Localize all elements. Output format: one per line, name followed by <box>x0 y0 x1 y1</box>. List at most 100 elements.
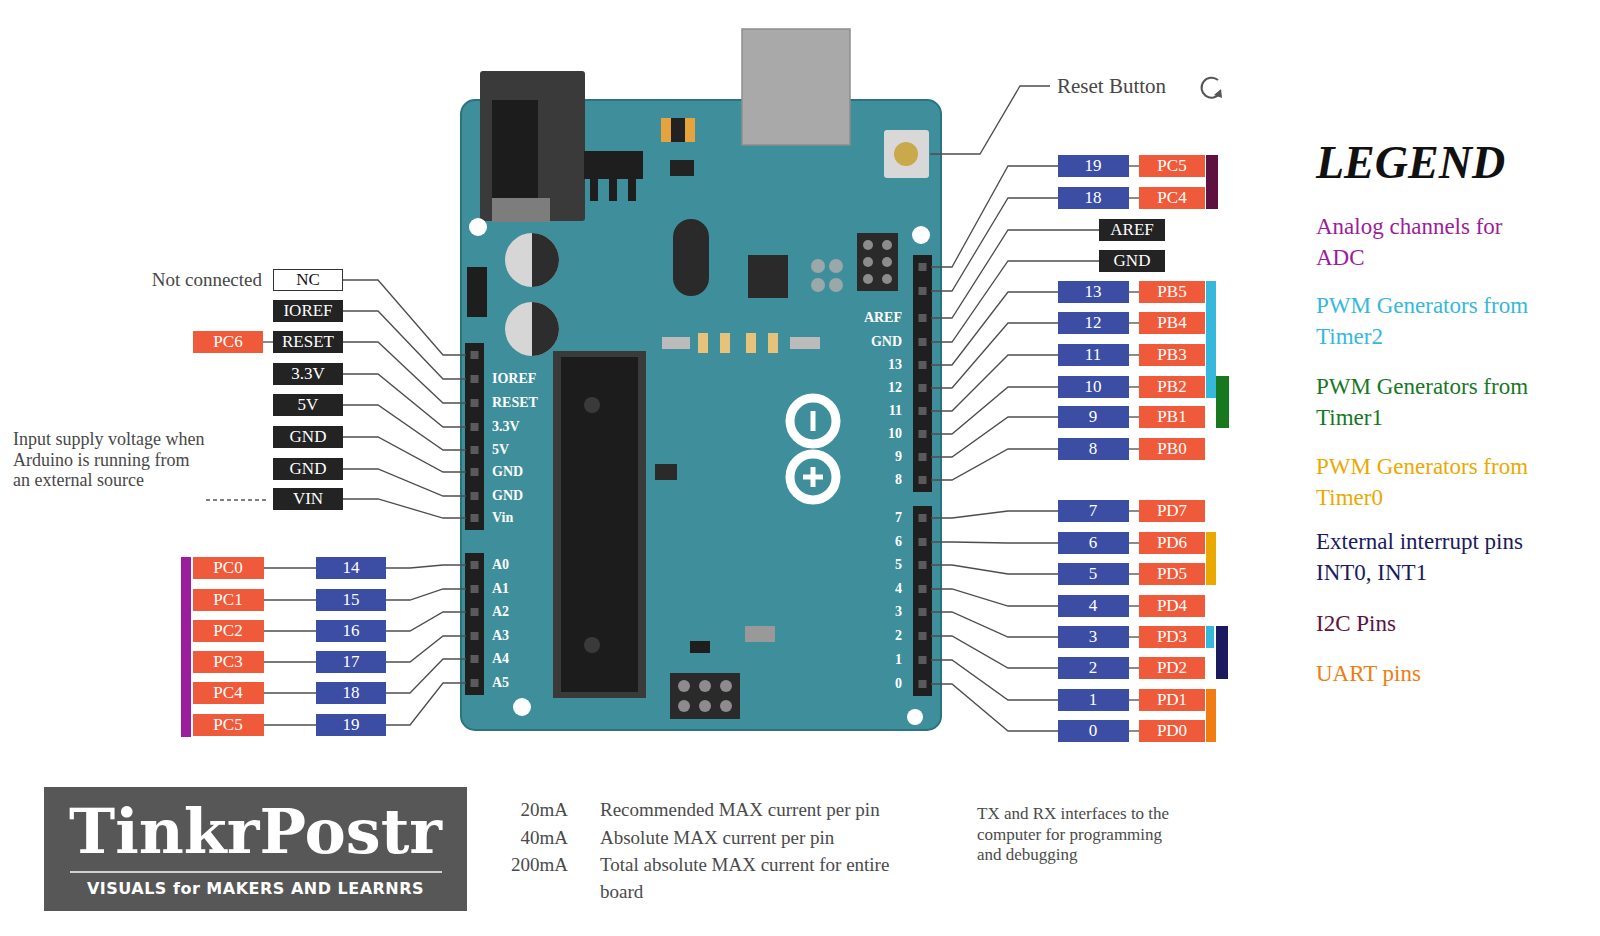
board-pin-label: 11 <box>889 403 902 419</box>
pin-label: PB3 <box>1157 345 1186 365</box>
icsp-pin <box>699 680 711 692</box>
capacitor-band <box>532 233 559 287</box>
spec-note: Absolute MAX current per pin <box>600 824 834 851</box>
board-pin-label: 3.3V <box>492 419 520 435</box>
pin-number-box: 5 <box>1058 563 1129 585</box>
pin-label: 12 <box>1085 313 1102 333</box>
pin-label: 14 <box>343 558 360 578</box>
smd-part <box>690 641 710 653</box>
pin-label: RESET <box>282 332 334 352</box>
header-pin <box>919 476 927 484</box>
pin-link <box>263 341 273 342</box>
mounting-hole <box>907 709 923 725</box>
port-pin-box: PB5 <box>1139 281 1205 303</box>
header-pin <box>919 314 927 322</box>
board-pin-label: 5V <box>492 442 509 458</box>
pin-number-box: 19 <box>1058 155 1129 177</box>
pin-link <box>264 661 317 662</box>
leader-line <box>343 499 466 518</box>
arduino-logo <box>790 454 836 500</box>
pin-label: AREF <box>1110 220 1153 240</box>
power-pin-box: GND <box>1099 250 1165 272</box>
pin-label: PC5 <box>1157 156 1186 176</box>
legend-text: UART pins <box>1316 661 1421 686</box>
smd-part <box>745 626 775 642</box>
pin-link <box>1129 291 1140 292</box>
pin-label: PB0 <box>1157 439 1186 459</box>
header-pin <box>919 430 927 438</box>
jumper-pad <box>811 278 825 292</box>
port-pin-box: PB1 <box>1139 406 1205 428</box>
leader-line <box>931 449 1058 480</box>
pin-label: 5V <box>298 395 319 415</box>
pin-header <box>913 255 932 492</box>
pin-label: PD1 <box>1157 690 1187 710</box>
pin-label: PD3 <box>1157 627 1187 647</box>
mounting-hole <box>513 698 531 716</box>
legend-entry: PWM Generators from Timer1 <box>1316 371 1556 433</box>
board-pin-label: IOREF <box>492 371 536 387</box>
timer1-bar <box>1216 376 1229 428</box>
pin-label: GND <box>1114 251 1151 271</box>
smd-part <box>790 337 820 349</box>
pin-label: 2 <box>1089 658 1098 678</box>
pin-label: 5 <box>1089 564 1098 584</box>
board-pin-label: GND <box>871 334 902 350</box>
pin-number-box: 19 <box>316 714 386 736</box>
leader-line <box>931 612 1058 637</box>
leader-line <box>386 636 466 662</box>
port-pin-box: PC6 <box>193 331 263 353</box>
power-pin-box: GND <box>273 426 343 448</box>
legend-entry: Analog channels for ADC <box>1316 211 1541 273</box>
pin-number-box: 1 <box>1058 689 1129 711</box>
pin-link <box>1129 416 1140 417</box>
fuse-body <box>671 118 685 142</box>
icsp-pin <box>863 274 873 284</box>
leader-line <box>931 565 1058 574</box>
crystal <box>673 219 709 296</box>
spec-note: Recommended MAX current per pin <box>600 796 880 823</box>
board-pin-label: GND <box>492 488 523 504</box>
board-pin-label: A2 <box>492 604 509 620</box>
analog-bar <box>181 557 191 737</box>
icsp-pin <box>678 680 690 692</box>
leader-line <box>343 374 466 427</box>
header-pin <box>919 407 927 415</box>
header-pin <box>919 338 927 346</box>
pin-number-box: 0 <box>1058 720 1129 742</box>
power-pin-box: AREF <box>1099 219 1165 241</box>
pin-number-box: 9 <box>1058 406 1129 428</box>
pin-number-box: 4 <box>1058 595 1129 617</box>
port-pin-box: PD5 <box>1139 563 1205 585</box>
legend-title: LEGEND <box>1316 137 1505 189</box>
current-value: 40mA <box>521 824 569 851</box>
header-pin <box>471 514 479 522</box>
icsp-pin <box>882 274 892 284</box>
pin-label: 15 <box>343 590 360 610</box>
board-pin-label: 5 <box>895 557 902 573</box>
pin-label: NC <box>296 270 320 290</box>
header-pin <box>471 585 479 593</box>
pin-label: VIN <box>293 489 323 509</box>
pin-label: PD5 <box>1157 564 1187 584</box>
usb-chip <box>748 255 788 298</box>
legend-text: I2C Pins <box>1316 611 1396 636</box>
jumper-pad <box>811 259 825 273</box>
legend-text: PWM Generators from Timer0 <box>1316 454 1528 510</box>
pin-label: PC1 <box>213 590 242 610</box>
timer2-bar <box>1206 626 1214 648</box>
header-pin <box>471 561 479 569</box>
port-pin-box: PD2 <box>1139 657 1205 679</box>
pin-label: PD0 <box>1157 721 1187 741</box>
icsp-pin <box>863 257 873 267</box>
chip-socket <box>553 351 646 698</box>
reset-icon-head <box>1214 89 1222 98</box>
jumper-pad <box>829 259 843 273</box>
pin-label: 7 <box>1089 501 1098 521</box>
smd-part <box>746 333 756 353</box>
regulator-leg <box>609 179 617 201</box>
board-pin-label: 6 <box>895 534 902 550</box>
pin-link <box>1129 699 1140 700</box>
legend-entry: PWM Generators from Timer0 <box>1316 451 1556 513</box>
legend-text: PWM Generators from Timer2 <box>1316 293 1528 349</box>
